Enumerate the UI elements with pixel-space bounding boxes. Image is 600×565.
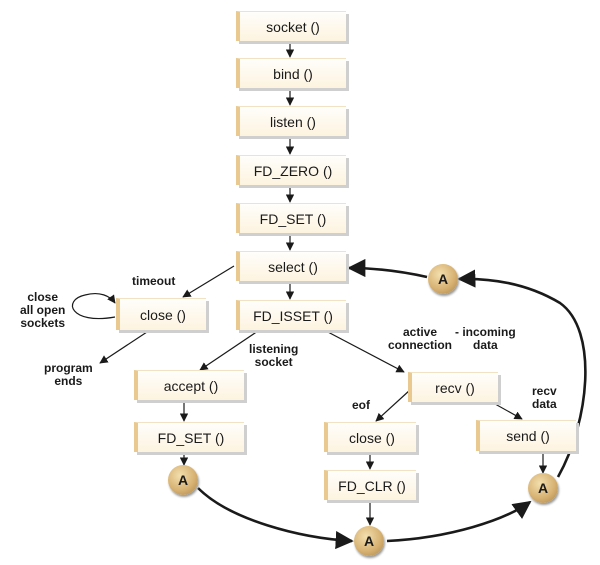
- close-eof-box: close (): [324, 422, 416, 452]
- label-program-ends: program ends: [44, 361, 93, 388]
- fd-clr-box: FD_CLR (): [324, 470, 416, 500]
- label-recv-data: recv data: [532, 384, 557, 411]
- connector-a-select: A: [428, 264, 458, 294]
- send-box: send (): [476, 420, 576, 451]
- curve-a4-a2: [457, 269, 587, 478]
- arrow-recv-close: [375, 389, 411, 422]
- close-loop: [72, 292, 116, 320]
- label-close-all-sockets: close all open sockets: [20, 290, 66, 330]
- arrow-fdisset-recv: [325, 330, 405, 373]
- curve-a3-a4: [386, 500, 532, 543]
- arrow-select-close: [182, 265, 235, 298]
- fd-zero-box: FD_ZERO (): [236, 155, 346, 185]
- bind-box: bind (): [236, 58, 346, 88]
- label-incoming-data: - incoming data: [455, 325, 516, 352]
- curve-a2-select: [347, 258, 428, 279]
- curve-a1-a3: [197, 487, 354, 550]
- select-box: select (): [236, 251, 346, 281]
- label-active-connection: active connection: [388, 325, 453, 352]
- label-eof: eof: [352, 398, 370, 412]
- accept-box: accept (): [134, 370, 244, 400]
- fd-isset-box: FD_ISSET (): [236, 300, 346, 330]
- fd-set-accept-box: FD_SET (): [134, 422, 244, 452]
- connector-a-accept: A: [168, 465, 198, 495]
- connector-a-send: A: [528, 473, 558, 503]
- listen-box: listen (): [236, 106, 346, 136]
- fd-set-box: FD_SET (): [236, 203, 346, 233]
- close-box-left: close (): [116, 298, 206, 330]
- label-listening-socket: listening socket: [249, 342, 299, 369]
- recv-box: recv (): [408, 372, 498, 402]
- label-timeout: timeout: [132, 274, 176, 288]
- arrow-fdisset-accept: [199, 330, 259, 371]
- arrow-close-program-ends: [99, 329, 151, 364]
- socket-box: socket (): [236, 11, 346, 41]
- connector-a-bottom: A: [354, 526, 384, 556]
